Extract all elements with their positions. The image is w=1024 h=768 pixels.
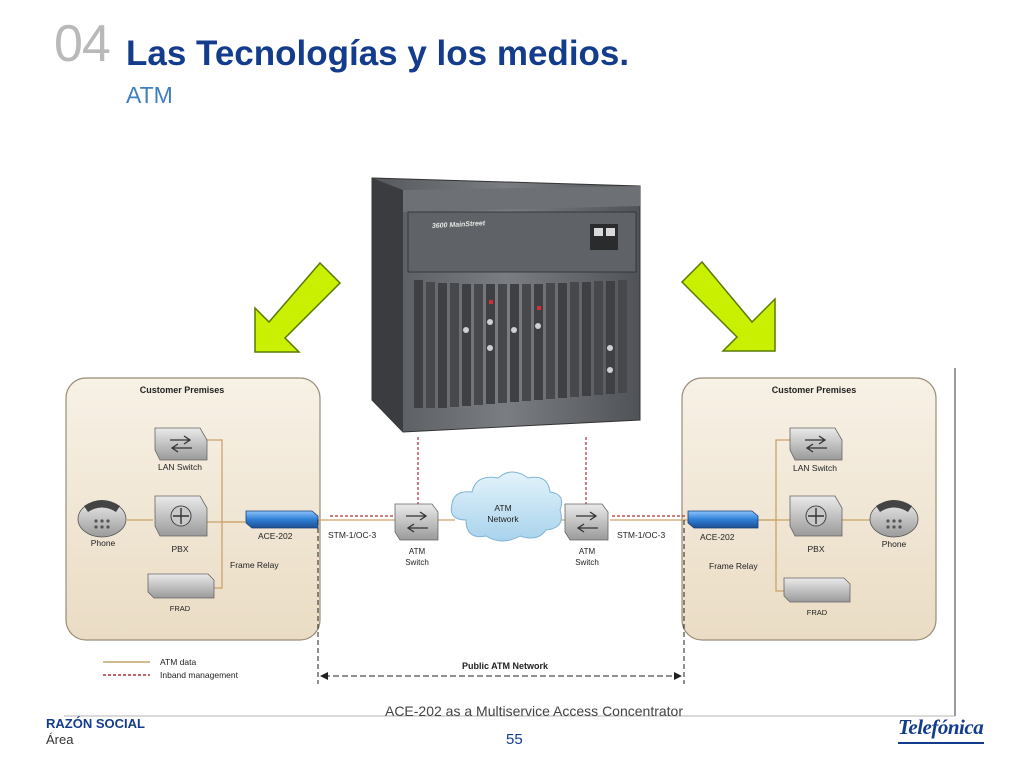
left-atm-switch-label-1: ATM xyxy=(409,547,426,556)
inband-management-lines xyxy=(330,437,686,517)
left-frad-icon xyxy=(147,573,215,599)
rack-cards xyxy=(414,280,627,408)
right-pbx-icon xyxy=(789,495,843,537)
figure-caption: ACE-202 as a Multiservice Access Concent… xyxy=(385,703,683,719)
rack-label: 3600 MainStreet xyxy=(432,220,486,230)
left-phone-icon xyxy=(77,500,127,538)
left-atm-switch-icon xyxy=(394,503,439,541)
right-phone-icon xyxy=(869,500,919,538)
left-premises-title: Customer Premises xyxy=(140,385,225,395)
left-atm-switch-label-2: Switch xyxy=(405,558,429,567)
right-atm-switch-label-2: Switch xyxy=(575,558,599,567)
left-frame-relay-label: Frame Relay xyxy=(230,560,279,570)
right-lan-switch-label: LAN Switch xyxy=(793,463,837,473)
footer-page-number: 55 xyxy=(506,731,523,748)
right-pbx-label: PBX xyxy=(807,544,824,554)
right-atm-data-lines xyxy=(437,439,870,592)
public-atm-network-label: Public ATM Network xyxy=(462,661,549,671)
slide-number: 04 xyxy=(54,15,111,73)
atm-network-cloud-icon xyxy=(450,471,563,542)
slide-title: Las Tecnologías y los medios. xyxy=(126,34,630,73)
left-pbx-label: PBX xyxy=(171,544,188,554)
left-ace-label: ACE-202 xyxy=(258,531,293,541)
right-frad-icon xyxy=(783,577,851,603)
left-pbx-icon xyxy=(154,495,208,537)
footer-company: RAZÓN SOCIAL xyxy=(46,716,145,731)
legend-inband-label: Inband management xyxy=(160,670,239,680)
right-lan-switch-icon xyxy=(789,427,843,461)
atm-equipment-rack: 3600 MainStreet xyxy=(371,177,641,433)
public-atm-network-span xyxy=(317,520,685,684)
right-link-label: STM-1/OC-3 xyxy=(617,530,665,540)
logo-underline xyxy=(898,742,984,744)
right-pointer-arrow xyxy=(680,260,776,352)
right-phone-label: Phone xyxy=(882,539,907,549)
cloud-label-1: ATM xyxy=(494,503,511,513)
right-frame-relay-label: Frame Relay xyxy=(709,561,758,571)
left-link-label: STM-1/OC-3 xyxy=(328,530,376,540)
telefonica-logo: Telefónica xyxy=(898,715,984,739)
left-ace-202-device xyxy=(245,510,319,529)
right-ace-202-device xyxy=(687,510,759,529)
right-premises-title: Customer Premises xyxy=(772,385,857,395)
left-lan-switch-label: LAN Switch xyxy=(158,462,202,472)
footer-area: Área xyxy=(46,732,74,747)
left-pointer-arrow xyxy=(254,261,342,353)
legend-atm-data-label: ATM data xyxy=(160,657,196,667)
right-ace-label: ACE-202 xyxy=(700,532,735,542)
right-atm-switch-label-1: ATM xyxy=(579,547,596,556)
cloud-label-2: Network xyxy=(487,514,519,524)
left-lan-switch-icon xyxy=(154,427,208,461)
legend: ATM data Inband management xyxy=(103,657,239,680)
left-phone-label: Phone xyxy=(91,538,116,548)
right-frad-label: FRAD xyxy=(807,608,828,617)
right-atm-switch-icon xyxy=(564,503,609,541)
left-frad-label: FRAD xyxy=(170,604,191,613)
slide-subtitle: ATM xyxy=(126,82,173,108)
